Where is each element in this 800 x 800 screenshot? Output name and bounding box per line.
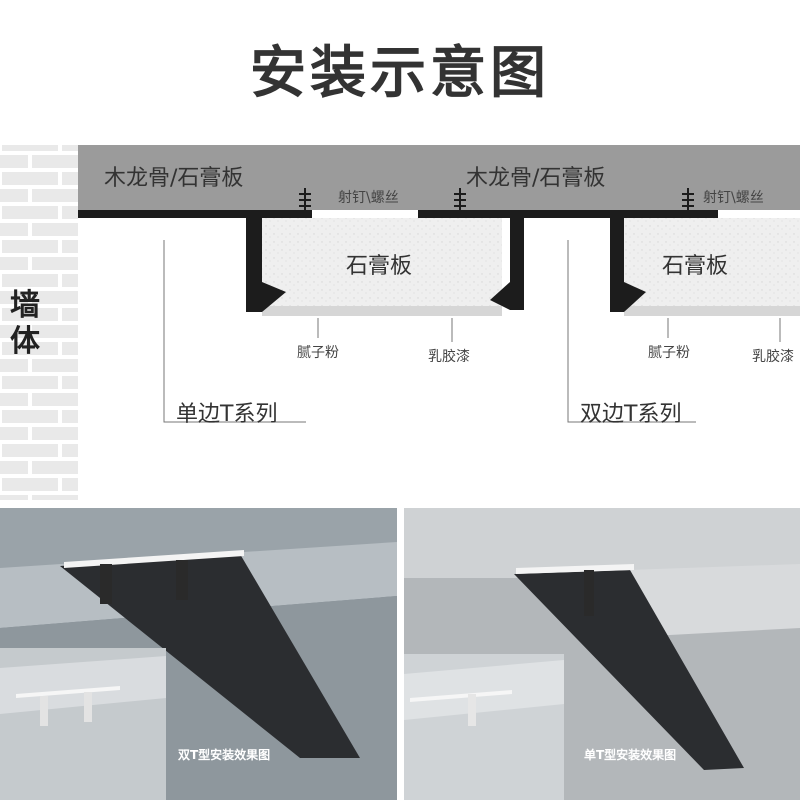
leader-lines [163, 240, 781, 423]
left-ceiling-label: 木龙骨/石膏板 [104, 166, 244, 191]
ceiling-band [78, 145, 800, 210]
screw-label-right: 射钉\螺丝 [703, 190, 764, 206]
double-t-profile [418, 210, 718, 312]
double-t-photo: 双T型安装效果图 [0, 508, 397, 800]
wall-label: 墙 体 [10, 288, 40, 359]
right-ceiling-label: 木龙骨/石膏板 [466, 166, 606, 191]
board-label-left: 石膏板 [346, 254, 413, 279]
putty-layer-right [624, 306, 800, 316]
series-single-label: 单边T系列 [176, 402, 278, 427]
single-t-photo: 单T型安装效果图 [404, 508, 800, 800]
gypsum-board-right [624, 218, 800, 306]
latex-label-right: 乳胶漆 [752, 349, 794, 365]
screw-label-left: 射钉\螺丝 [338, 190, 399, 206]
single-t-profile [78, 210, 312, 312]
screws [299, 188, 694, 214]
single-t-caption: 单T型安装效果图 [584, 748, 677, 762]
series-double-label: 双边T系列 [580, 402, 682, 427]
board-label-right: 石膏板 [662, 254, 729, 279]
putty-label-left: 腻子粉 [297, 345, 339, 361]
brick-wall [0, 145, 78, 500]
gypsum-board-left [262, 218, 502, 306]
installation-diagram [0, 145, 800, 500]
double-t-caption: 双T型安装效果图 [178, 748, 271, 762]
page-title: 安装示意图 [250, 41, 550, 106]
putty-label-right: 腻子粉 [648, 345, 690, 361]
latex-label-left: 乳胶漆 [428, 349, 470, 365]
putty-layer-left [262, 306, 502, 316]
